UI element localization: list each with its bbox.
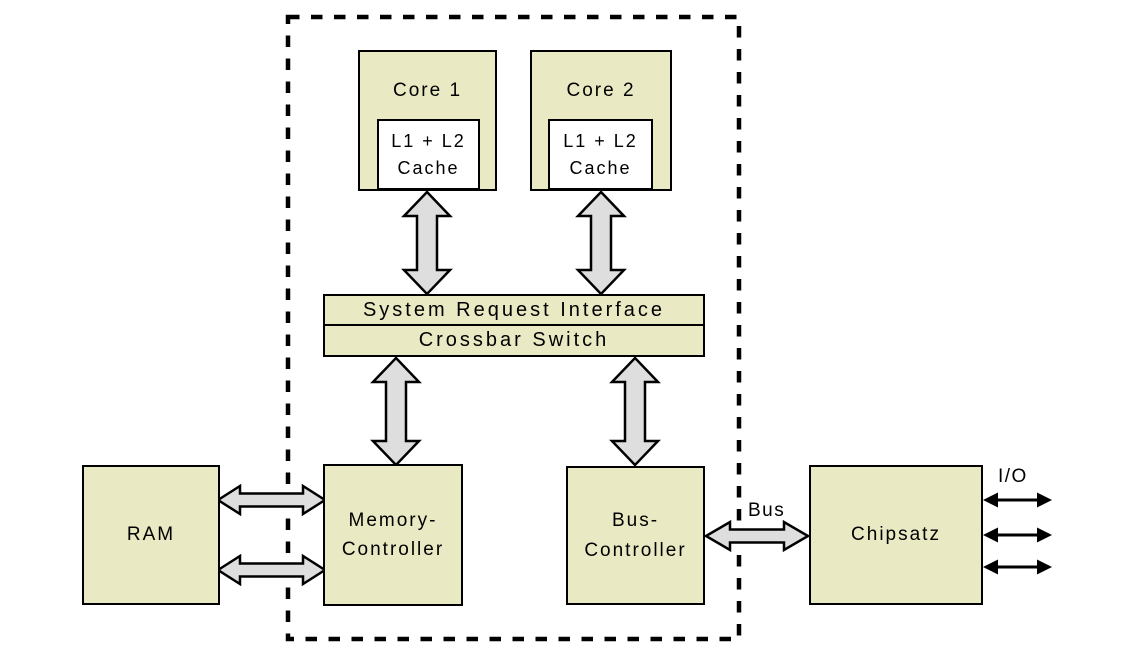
system-request-interface-bar: System Request Interface — [323, 294, 705, 326]
chipset-label: Chipsatz — [851, 524, 941, 546]
ram-box: RAM — [82, 465, 220, 605]
system-request-interface-label: System Request Interface — [362, 298, 666, 321]
bus-controller-box: Bus- Controller — [566, 466, 705, 605]
crossbar-memory-controller-arrow — [370, 356, 422, 467]
core2-cache-sri-arrow — [575, 190, 627, 296]
core1-label: Core 1 — [392, 80, 463, 101]
ram-label: RAM — [126, 524, 176, 546]
chipset-box: Chipsatz — [809, 465, 983, 605]
bus-connection-label: Bus — [748, 500, 786, 521]
io-arrow-2 — [983, 527, 1052, 543]
core1-cache-line2: Cache — [397, 157, 460, 178]
io-arrow-3 — [983, 559, 1052, 575]
io-label: I/O — [998, 466, 1028, 487]
bus-controller-chipset-arrow — [703, 519, 811, 553]
core2-cache-line2: Cache — [569, 157, 632, 178]
core2-label: Core 2 — [566, 80, 636, 101]
core1-cache-line1: L1 + L2 — [391, 131, 466, 152]
bus-controller-line2: Controller — [584, 539, 687, 561]
core1-cache-box: L1 + L2 Cache — [377, 119, 480, 190]
cpu-package-boundary — [285, 14, 742, 642]
bus-controller-line1: Bus- — [611, 510, 660, 532]
core2-cache-line1: L1 + L2 — [563, 131, 638, 152]
memory-controller-line2: Controller — [341, 539, 445, 560]
crossbar-switch-label: Crossbar Switch — [418, 329, 610, 351]
memory-controller-box: Memory- Controller — [323, 464, 463, 606]
io-arrow-1 — [983, 492, 1052, 508]
ram-memory-controller-arrow-top — [215, 483, 328, 517]
ram-memory-controller-arrow-bottom — [215, 553, 328, 587]
memory-controller-line1: Memory- — [348, 509, 438, 531]
crossbar-switch-bar: Crossbar Switch — [323, 324, 705, 357]
crossbar-bus-controller-arrow — [609, 356, 661, 467]
core2-cache-box: L1 + L2 Cache — [548, 119, 653, 190]
core1-cache-sri-arrow — [401, 190, 453, 296]
